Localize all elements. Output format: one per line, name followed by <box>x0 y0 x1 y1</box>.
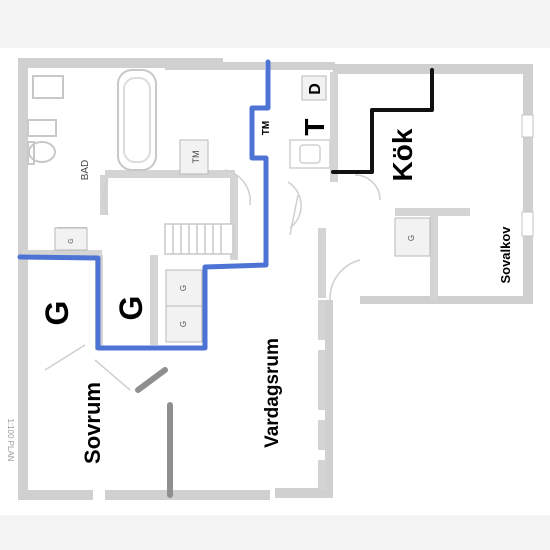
blue-route-line <box>17 59 271 351</box>
door-leaf-sovrum <box>44 344 86 371</box>
wall-left <box>18 58 28 498</box>
g-box-2 <box>165 305 203 343</box>
wall-bottom-3 <box>275 488 333 498</box>
door-arcs <box>44 169 381 391</box>
door-arc-hall <box>224 169 251 206</box>
label-boxes <box>54 139 431 343</box>
room-label-vardagsrum: Vardagsrum <box>262 338 283 448</box>
room-label-sovalkov: Sovalkov <box>498 226 513 284</box>
g-box-3 <box>394 217 431 257</box>
stairs-outline <box>164 223 234 255</box>
bottom-band <box>0 515 550 550</box>
tm-box-1 <box>179 139 209 175</box>
wall-right-lower <box>325 300 333 490</box>
door-arc-vardagsrum <box>329 259 361 301</box>
tm-mark-bath: TM <box>191 151 201 164</box>
wall-top-left <box>18 58 223 68</box>
plan-scale-text: 1:100 PLAN <box>6 418 15 461</box>
stairs <box>164 223 234 255</box>
black-route-line <box>331 68 434 174</box>
room-label-kok: Kök <box>387 128 418 181</box>
counter-sink <box>289 139 331 169</box>
dashed-walls <box>318 258 325 450</box>
g-box-4 <box>54 227 88 251</box>
g-small-1: G <box>179 285 188 291</box>
wall-top-mid <box>165 62 265 70</box>
window-1 <box>521 114 534 138</box>
tm-mark-blue: TM <box>261 121 272 135</box>
d-box <box>301 75 327 101</box>
sink <box>27 119 57 137</box>
gray-path-1 <box>135 367 168 393</box>
room-label-bad: BAD <box>80 160 91 181</box>
dashed-wall-2 <box>318 350 325 410</box>
dashed-wall-4 <box>318 258 325 278</box>
wall-closet-left <box>150 255 158 345</box>
d-mark: D <box>307 83 324 95</box>
dashed-wall-3 <box>318 420 325 450</box>
t-mark: T <box>299 118 330 135</box>
g-small-3: G <box>407 235 416 241</box>
wall-sovrum-top <box>22 250 102 258</box>
g-mark-sovrum: G <box>39 301 75 326</box>
door-arc-kok <box>354 174 381 201</box>
wall-bottom-1 <box>18 490 93 500</box>
door-arc-wc <box>287 181 302 229</box>
top-band <box>0 0 550 48</box>
room-label-sovrum: Sovrum <box>80 382 105 464</box>
gray-paths <box>135 367 173 498</box>
door-arc-bath <box>102 179 109 216</box>
sink-bowl <box>299 144 321 164</box>
wall-right <box>523 64 533 304</box>
bathtub-inner <box>123 77 151 163</box>
right-windows <box>521 114 534 237</box>
toilet-tank <box>27 141 35 165</box>
door-leaf-sovrum-2 <box>94 359 131 391</box>
wall-sovalkov-bottom <box>360 296 533 304</box>
window-2 <box>521 211 534 237</box>
bath-fixtures <box>27 69 157 251</box>
wall-top-small <box>270 62 335 70</box>
g-box-1 <box>165 269 203 307</box>
wall-vardagsrum-stub <box>318 460 326 490</box>
wall-hall-right <box>230 175 238 260</box>
door-leaf-wc <box>289 194 299 236</box>
wall-sovalkov-left <box>430 210 438 300</box>
bathtub <box>117 69 157 171</box>
kitchen-details <box>289 139 331 169</box>
wall-kitchen-left <box>330 72 338 182</box>
dashed-wall-1 <box>318 300 325 340</box>
g-small-4: G <box>68 238 75 243</box>
g-mark-closet: G <box>113 296 149 321</box>
wall-bath-bottom <box>105 170 235 178</box>
wall-bottom-2 <box>105 490 270 500</box>
g-small-2: G <box>179 321 188 327</box>
bath-sink <box>32 75 64 99</box>
